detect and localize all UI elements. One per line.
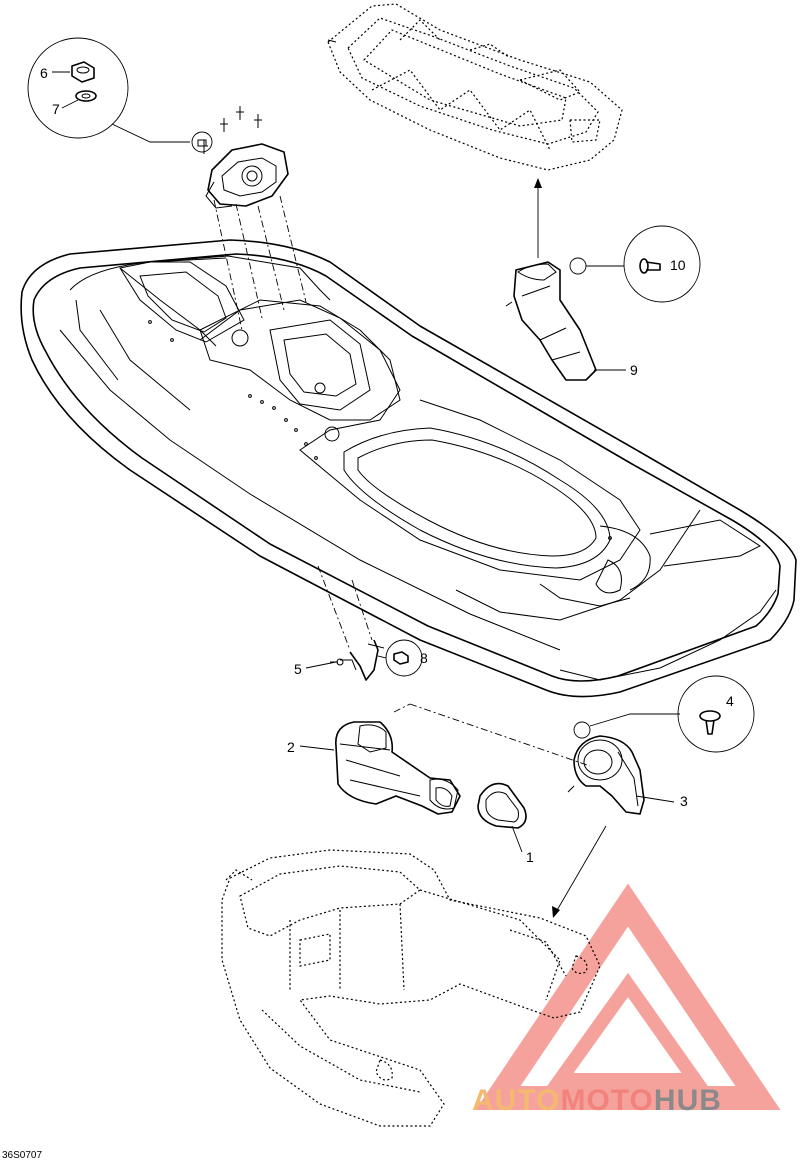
seal-ring-part-1 bbox=[477, 782, 527, 829]
nut-icon bbox=[71, 61, 95, 83]
watermark-moto: MOTO bbox=[560, 1084, 653, 1117]
intake-duct-part-2 bbox=[335, 703, 591, 815]
callout-2: 2 bbox=[287, 739, 295, 755]
lower-tub-part bbox=[221, 849, 601, 1127]
callout-zoom-6-7 bbox=[27, 37, 213, 153]
drawing-code: 36S0707 bbox=[2, 1150, 42, 1161]
nut-icon bbox=[393, 651, 409, 665]
callout-9: 9 bbox=[630, 362, 638, 378]
callout-labels: 1 2 3 4 5 6 7 8 9 10 bbox=[40, 65, 734, 865]
watermark-logo bbox=[475, 883, 781, 1110]
rivet-icon bbox=[639, 258, 661, 274]
air-duct-part-9 bbox=[505, 261, 597, 381]
rivet-icon bbox=[699, 710, 721, 735]
callout-7: 7 bbox=[52, 101, 60, 117]
callout-zoom-8 bbox=[377, 639, 423, 677]
callout-zoom-10 bbox=[569, 225, 701, 303]
arrow-down-to-tub bbox=[552, 825, 607, 918]
watermark-text: AUTOMOTOHUB bbox=[472, 1084, 722, 1117]
leader-lines bbox=[299, 369, 675, 853]
deck-cover-part bbox=[327, 3, 623, 171]
callout-1: 1 bbox=[526, 849, 534, 865]
hull-body-part bbox=[20, 239, 797, 698]
callout-3: 3 bbox=[680, 793, 688, 809]
steering-support-part bbox=[200, 106, 307, 331]
callout-5: 5 bbox=[294, 661, 302, 677]
arrow-up-to-cover bbox=[534, 178, 542, 258]
watermark-hub: HUB bbox=[654, 1084, 722, 1117]
outlet-duct-part-3 bbox=[567, 735, 645, 815]
callout-4: 4 bbox=[726, 693, 734, 709]
callout-8: 8 bbox=[420, 650, 428, 666]
washer-icon bbox=[75, 90, 97, 102]
callout-zoom-4 bbox=[573, 675, 755, 753]
watermark-auto: AUTO bbox=[472, 1084, 560, 1117]
callout-6: 6 bbox=[40, 65, 48, 81]
bracket-part-5 bbox=[317, 565, 385, 681]
callout-10: 10 bbox=[670, 257, 686, 273]
